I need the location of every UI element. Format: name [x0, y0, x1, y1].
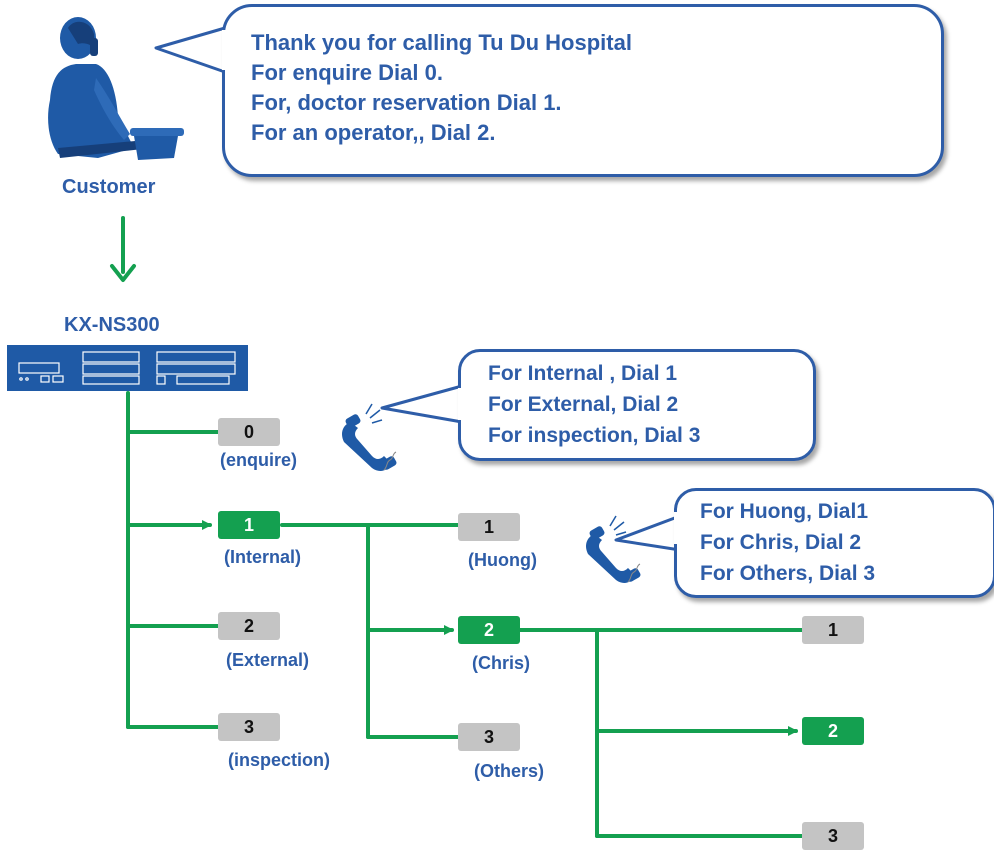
dial-key-1-huong: 1 [458, 513, 520, 541]
menu2-tail-join [674, 512, 680, 544]
menu2-line: For Huong, Dial1 [700, 500, 868, 523]
menu1-line: For inspection, Dial 3 [488, 424, 701, 447]
option-label-enquire: (enquire) [220, 450, 298, 470]
menu1-bubble: For Internal , Dial 1 For External, Dial… [458, 349, 816, 461]
dial-key-3-sub: 3 [802, 822, 864, 850]
greeting-bubble: Thank you for calling Tu Du Hospital For… [222, 4, 944, 177]
menu2-bubble-tail [614, 514, 681, 552]
ringing-phone-icon [586, 515, 641, 583]
menu2-line: For Chris, Dial 2 [700, 531, 862, 554]
menu2-bubble: For Huong, Dial1 For Chris, Dial 2 For O… [674, 488, 994, 598]
dial-key-2-chris: 2 [458, 616, 520, 644]
ringing-phone-icon [342, 403, 397, 471]
greeting-line: For enquire Dial 0. [251, 60, 443, 85]
customer-operator-icon [48, 17, 184, 160]
dial-key-3-others: 3 [458, 723, 520, 751]
customer-label: Customer [62, 176, 156, 198]
menu1-line: For Internal , Dial 1 [488, 362, 678, 385]
option-label-huong: (Huong) [468, 550, 537, 570]
greeting-line: Thank you for calling Tu Du Hospital [251, 30, 632, 55]
dial-key-3-inspection: 3 [218, 713, 280, 741]
dial-key-1-sub: 1 [802, 616, 864, 644]
option-label-external: (External) [226, 650, 310, 670]
pbx-label: KX-NS300 [64, 314, 160, 336]
greeting-tail-join [222, 30, 228, 70]
greeting-line: For, doctor reservation Dial 1. [251, 90, 562, 115]
dial-key-2-sub: 2 [802, 717, 864, 745]
menu2-line: For Others, Dial 3 [700, 562, 876, 585]
option-label-inspection: (inspection) [228, 750, 330, 770]
option-label-others: (Others) [474, 761, 545, 781]
dial-key-2-external: 2 [218, 612, 280, 640]
menu1-bubble-tail [380, 384, 463, 424]
pbx-unit-icon [7, 345, 248, 391]
dial-key-0: 0 [218, 418, 280, 446]
option-label-chris: (Chris) [472, 653, 530, 673]
menu1-line: For External, Dial 2 [488, 393, 679, 416]
greeting-bubble-tail [154, 26, 226, 74]
dial-key-1-internal: 1 [218, 511, 280, 539]
option-label-internal: (Internal) [224, 547, 302, 567]
greeting-line: For an operator,, Dial 2. [251, 120, 496, 145]
menu1-tail-join [458, 388, 464, 420]
